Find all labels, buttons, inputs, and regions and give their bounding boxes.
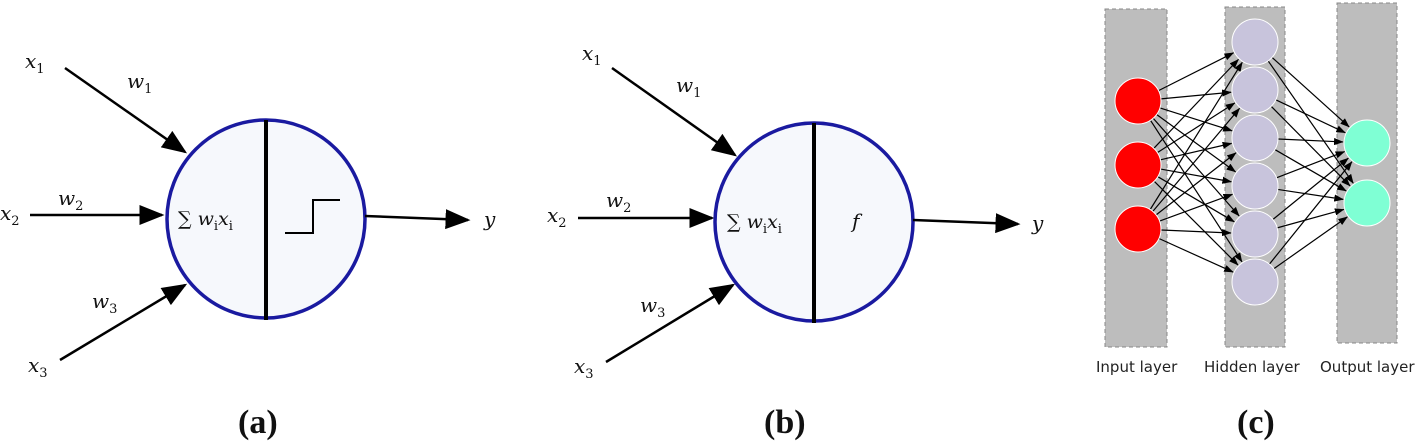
panel-c: Input layer Hidden layer Output layer (c… xyxy=(1096,2,1415,441)
edge-hidden1-output1 xyxy=(1271,56,1350,128)
edge-input2-hidden6 xyxy=(1153,180,1239,266)
panel-b: x1 x2 x3 w1 w2 w3 ∑ wixi f y (b) xyxy=(547,41,1044,441)
edge-hidden4-output2 xyxy=(1277,188,1344,202)
layer-label-input: Input layer xyxy=(1096,358,1178,376)
caption-b: (b) xyxy=(764,404,806,441)
edge-input1-hidden1 xyxy=(1158,52,1235,92)
edge-hidden2-output1 xyxy=(1275,99,1346,134)
edge-input3-hidden3 xyxy=(1155,152,1237,216)
hidden-neuron-6 xyxy=(1231,258,1279,306)
input-arrow-3 xyxy=(59,283,188,362)
input-neuron-1 xyxy=(1114,77,1162,125)
input-label-1: x1 xyxy=(582,41,602,69)
hidden-neuron-3 xyxy=(1231,114,1279,162)
edge-input3-hidden6 xyxy=(1158,237,1234,273)
edge-hidden2-output2 xyxy=(1270,105,1351,187)
input-neuron-2 xyxy=(1114,141,1162,189)
edge-hidden3-output1 xyxy=(1277,137,1344,146)
input-label-3: x3 xyxy=(574,354,594,382)
input-arrow-1 xyxy=(64,66,188,154)
edge-input2-hidden1 xyxy=(1153,58,1239,149)
weight-label-3: w3 xyxy=(640,293,665,321)
layer-label-output: Output layer xyxy=(1320,358,1415,376)
hidden-neuron-4 xyxy=(1231,162,1279,210)
edge-hidden6-output1 xyxy=(1268,161,1353,265)
caption-c: (c) xyxy=(1237,404,1275,441)
weight-label-1: w1 xyxy=(676,73,701,101)
panel-a: x1 x2 x3 w1 w2 w3 ∑ wixi y (a) xyxy=(0,49,496,441)
input-arrow-3 xyxy=(605,283,736,364)
hidden-neuron-2 xyxy=(1231,66,1279,114)
edge-input1-hidden6 xyxy=(1149,119,1243,263)
output-neuron-2 xyxy=(1343,179,1391,227)
output-layer-column xyxy=(1336,2,1398,344)
edge-input2-hidden5 xyxy=(1157,176,1235,223)
input-label-3: x3 xyxy=(28,353,48,381)
input-arrow-1 xyxy=(611,66,738,157)
weight-label-2: w2 xyxy=(58,186,83,214)
caption-a: (a) xyxy=(238,404,278,441)
output-neuron-1 xyxy=(1343,119,1391,167)
edge-hidden5-output1 xyxy=(1272,157,1349,220)
output-label: y xyxy=(1031,211,1044,235)
edge-input2-hidden2 xyxy=(1157,102,1236,154)
edge-input3-hidden5 xyxy=(1160,228,1232,237)
edge-input1-hidden3 xyxy=(1159,107,1233,132)
weight-label-1: w1 xyxy=(127,69,152,97)
edge-hidden5-output2 xyxy=(1277,208,1345,229)
output-label: y xyxy=(483,207,496,231)
hidden-neuron-5 xyxy=(1231,210,1279,258)
edge-input2-hidden3 xyxy=(1160,141,1233,161)
edge-input1-hidden4 xyxy=(1156,114,1237,173)
layer-label-hidden: Hidden layer xyxy=(1204,358,1300,376)
edge-input3-hidden1 xyxy=(1149,61,1243,210)
network-neurons xyxy=(1114,18,1391,306)
edge-hidden1-output2 xyxy=(1267,60,1354,184)
weight-label-2: w2 xyxy=(606,188,631,216)
edge-input2-hidden4 xyxy=(1160,168,1232,184)
edge-input3-hidden4 xyxy=(1159,193,1234,222)
input-label-2: x2 xyxy=(547,203,567,231)
edge-hidden4-output1 xyxy=(1276,151,1346,179)
network-connections xyxy=(1149,52,1354,273)
input-label-2: x2 xyxy=(0,201,20,229)
weight-label-3: w3 xyxy=(92,289,117,317)
output-arrow xyxy=(912,213,1021,234)
weighted-sum-label: ∑ wixi xyxy=(727,211,782,237)
edge-hidden6-output2 xyxy=(1273,216,1348,270)
hidden-neuron-1 xyxy=(1231,18,1279,66)
step-function-icon xyxy=(285,199,340,234)
edge-input3-hidden2 xyxy=(1152,107,1241,212)
weighted-sum-label: ∑ wixi xyxy=(178,208,233,234)
output-arrow xyxy=(364,209,471,230)
edge-hidden3-output2 xyxy=(1274,149,1347,192)
input-label-1: x1 xyxy=(25,49,45,77)
edge-input1-hidden2 xyxy=(1160,89,1232,100)
input-neuron-3 xyxy=(1114,205,1162,253)
